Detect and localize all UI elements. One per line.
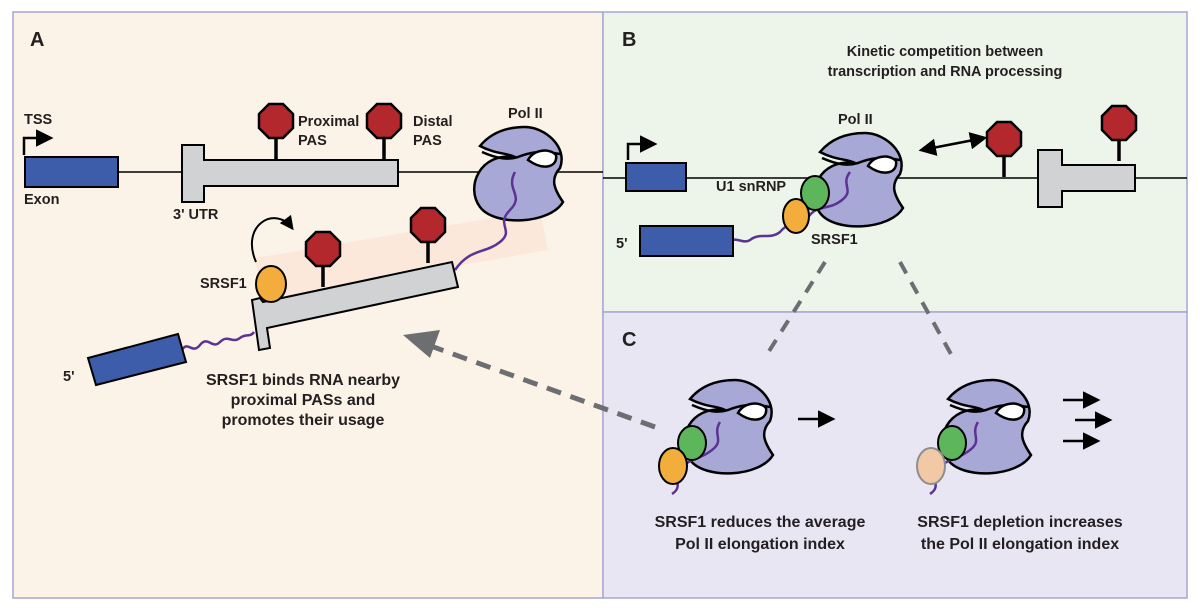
transcript-highlight (255, 210, 548, 300)
utr-gene-a (181, 144, 399, 203)
caption-a-line-2: proximal PASs and (231, 392, 376, 409)
tss-arrow-icon-b (626, 135, 658, 160)
competition-arrow-icon (918, 132, 988, 156)
srsf1-icon-c-left (658, 447, 688, 485)
exon-box-a (24, 156, 119, 188)
srsf1-icon-b (782, 198, 810, 234)
srsf1-label-a: SRSF1 (200, 276, 247, 292)
pol2-icon-b (812, 131, 905, 228)
transcript-rna-link (180, 331, 256, 351)
dashed-line-b-to-c-left (764, 260, 827, 358)
distal-pas-label-1: Distal (413, 114, 453, 130)
nascent-rna-a (453, 171, 517, 271)
exon-box-b-transcript (639, 225, 734, 257)
u1-snrnp-icon-b (800, 175, 830, 211)
utr-label: 3' UTR (173, 207, 219, 223)
dashed-arrow-head-icon (403, 330, 440, 358)
caption-c-left-1: SRSF1 reduces the average (655, 514, 866, 531)
srsf1-label-b: SRSF1 (811, 232, 858, 248)
panel-c-letter: C (622, 329, 636, 351)
dashed-line-b-to-c-right (898, 261, 954, 357)
utr-gene-b (1037, 149, 1136, 208)
tss-arrow-icon (22, 129, 54, 155)
proximal-pas-label-2: PAS (298, 133, 327, 149)
srsf1-depleted-icon-c-right (916, 447, 946, 485)
panel-b-title-2: transcription and RNA processing (828, 64, 1063, 80)
panel-a-letter: A (30, 29, 44, 51)
tss-label: TSS (24, 112, 53, 128)
u1-snrnp-label: U1 snRNP (716, 179, 786, 195)
exon-box-a-transcript (86, 332, 188, 387)
caption-a-line-3: promotes their usage (222, 412, 385, 429)
caption-a-line-1: SRSF1 binds RNA nearby (206, 372, 400, 389)
caption-c-right-1: SRSF1 depletion increases (917, 514, 1123, 531)
exon-box-b (625, 162, 687, 192)
pol2-icon-a (472, 125, 565, 222)
u1-snrnp-icon-c-left (677, 425, 707, 461)
proximal-pas-label-1: Proximal (298, 114, 359, 130)
distal-pas-label-2: PAS (413, 133, 442, 149)
pol2-label-a: Pol II (508, 106, 543, 122)
srsf1-icon-a (255, 265, 287, 303)
panel-b-title-1: Kinetic competition between (847, 44, 1044, 60)
promotes-arrow-icon (250, 214, 294, 263)
panel-b-letter: B (622, 29, 636, 51)
caption-c-right-2: the Pol II elongation index (921, 536, 1119, 553)
dashed-arrow-c-to-a (427, 342, 656, 430)
transcript-utr (250, 260, 460, 352)
five-prime-label-a: 5' (63, 369, 75, 385)
caption-c-left-2: Pol II elongation index (675, 536, 845, 553)
exon-label: Exon (24, 192, 59, 208)
pol2-label-b: Pol II (838, 112, 873, 128)
u1-snrnp-icon-c-right (937, 425, 967, 461)
five-prime-label-b: 5' (616, 236, 628, 252)
